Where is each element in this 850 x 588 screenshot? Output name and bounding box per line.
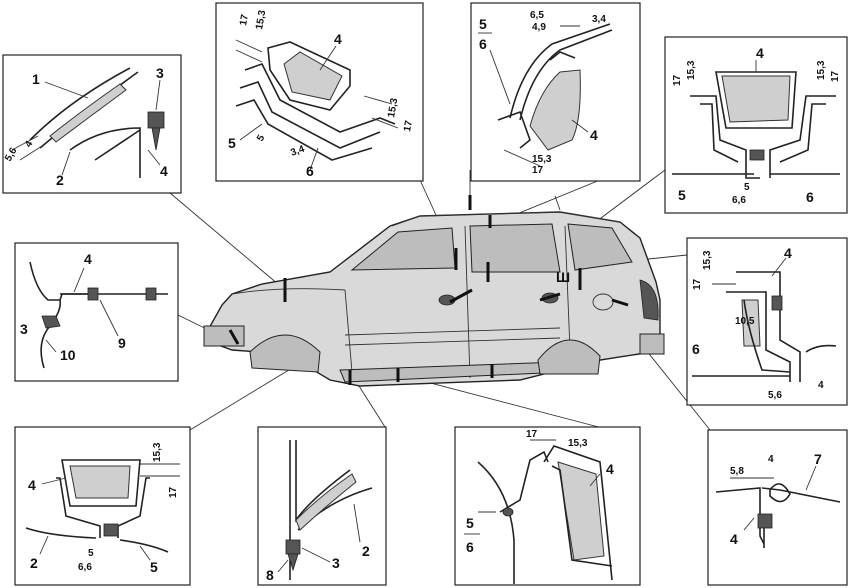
rt-dim-15-3-left: 15,3 (686, 60, 697, 80)
tr-dim-15-3: 15,3 (532, 154, 552, 165)
tl-dim-4: 4 (23, 139, 36, 150)
rt-dim-5: 5 (744, 182, 750, 193)
rt-dim-15-3-right: 15,3 (816, 60, 827, 80)
tm-dim-17-right: 17 (402, 119, 415, 132)
bl-label-5: 5 (150, 559, 158, 575)
tm-label-4: 4 (334, 31, 342, 47)
rm-dim-5-6: 5,6 (768, 390, 782, 401)
panel-bottom-left: 4 2 5 15,3 17 5 6,6 (14, 426, 191, 586)
rt-dim-17-right: 17 (830, 70, 841, 82)
bmr-dim-15-3: 15,3 (568, 438, 588, 449)
tl-label-1: 1 (32, 71, 40, 87)
car-body-illustration: Ш (203, 195, 665, 387)
bml-label-3: 3 (332, 555, 340, 571)
tr-label-5: 5 (479, 16, 487, 32)
bmr-label-4: 4 (606, 461, 614, 477)
br-label-7: 7 (814, 451, 822, 467)
bl-dim-17: 17 (168, 486, 179, 498)
tl-label-2: 2 (56, 172, 64, 188)
bl-dim-15-3: 15,3 (152, 442, 163, 462)
lm-label-9: 9 (118, 335, 126, 351)
tl-label-4: 4 (160, 163, 168, 179)
bl-dim-6-6: 6,6 (78, 562, 92, 573)
bmr-label-6: 6 (466, 539, 474, 555)
tl-label-3: 3 (156, 65, 164, 81)
rt-dim-17-left: 17 (672, 74, 683, 86)
tm-dim-3-4: 3,4 (289, 144, 306, 159)
bml-label-2: 2 (362, 543, 370, 559)
bl-label-4: 4 (28, 477, 36, 493)
rm-label-4: 4 (784, 245, 792, 261)
tm-dim-5: 5 (255, 133, 268, 144)
tr-dim-6-5: 6,5 (530, 10, 544, 21)
panel-right-top: 4 5 6 17 15,3 15,3 17 5 6,6 (664, 36, 848, 214)
rm-dim-17: 17 (692, 278, 703, 290)
panel-bottom-middle-right: 4 5 6 17 15,3 (454, 426, 641, 586)
lm-label-4: 4 (84, 251, 92, 267)
tm-label-6: 6 (306, 163, 314, 179)
tm-dim-15-3-top: 15,3 (254, 9, 268, 31)
bml-label-8: 8 (266, 567, 274, 583)
tr-dim-3-4: 3,4 (592, 14, 606, 25)
rt-dim-6-6: 6,6 (732, 195, 746, 206)
br-dim-4: 4 (768, 454, 774, 465)
tm-dim-15-3-right: 15,3 (386, 97, 400, 119)
panel-top-right: 5 6 4 6,5 4,9 3,4 15,3 17 (470, 2, 641, 182)
rt-label-4: 4 (756, 45, 764, 61)
tr-label-4: 4 (590, 127, 598, 143)
tr-label-6: 6 (479, 36, 487, 52)
rt-label-6: 6 (806, 189, 814, 205)
lm-label-3: 3 (20, 321, 28, 337)
rm-dim-10-5: 10,5 (735, 316, 755, 327)
bmr-dim-17: 17 (526, 429, 538, 440)
panel-top-middle: 4 5 6 17 15,3 15,3 17 5 3,4 (215, 2, 424, 182)
br-dim-5-8: 5,8 (730, 466, 744, 477)
bl-dim-5: 5 (88, 548, 94, 559)
panel-right-middle: 4 6 15,3 17 10,5 5,6 4 (686, 237, 848, 406)
panel-top-left: 1 2 3 4 5,6 4 (2, 54, 182, 194)
rm-dim-4: 4 (818, 380, 824, 391)
bmr-label-5: 5 (466, 515, 474, 531)
tr-dim-17: 17 (532, 165, 544, 176)
tm-label-5: 5 (228, 135, 236, 151)
tm-dim-17-top: 17 (238, 13, 251, 26)
rt-label-5: 5 (678, 187, 686, 203)
panel-left-middle: 4 3 9 10 (14, 242, 179, 382)
panel-bottom-middle-left: 3 2 8 (257, 426, 387, 586)
br-label-4: 4 (730, 531, 738, 547)
panel-bottom-right: 4 7 5,8 4 (707, 429, 848, 586)
tr-dim-4-9: 4,9 (532, 22, 546, 33)
lm-label-10: 10 (60, 347, 76, 363)
rm-dim-15-3: 15,3 (702, 250, 713, 270)
rm-label-6: 6 (692, 341, 700, 357)
bl-label-2: 2 (30, 555, 38, 571)
cut-marker-label: Ш (556, 269, 570, 285)
